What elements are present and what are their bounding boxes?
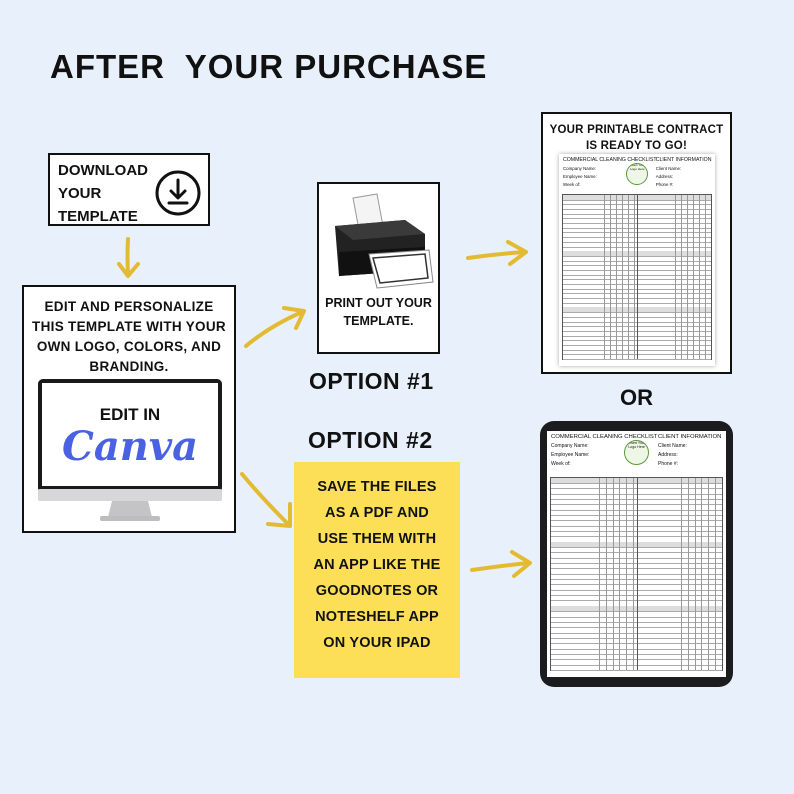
save-line-5: GOODNOTES OR [315,583,439,599]
edit-text: EDIT AND PERSONALIZE THIS TEMPLATE WITH … [28,297,230,377]
checklist-field-left: Employee Name: [551,452,590,459]
download-text: DOWNLOAD YOUR TEMPLATE [58,159,148,228]
checklist-field-left: Employee Name: [563,174,597,179]
download-line-2: YOUR [58,185,102,202]
edit-line-4: BRANDING. [89,359,169,374]
save-line-7: ON YOUR IPAD [323,635,431,651]
save-line-6: NOTESHELF APP [315,609,439,625]
download-line-1: DOWNLOAD [58,162,148,179]
option-2-label: OPTION #2 [308,427,433,453]
arrow-down-right-icon [240,472,292,528]
checklist-field-right: Address: [655,174,674,179]
checklist-field-right: Address: [657,452,678,459]
ready-line-2: IS READY TO GO! [586,140,687,152]
print-text: PRINT OUT YOUR TEMPLATE. [321,294,436,330]
checklist-logo: Insert Your Logo Here [623,440,650,466]
checklist-field-left: Company Name: [551,443,589,449]
checklist-title: COMMERCIAL CLEANING CHECKLIST [563,157,657,163]
save-line-2: AS A PDF AND [325,505,429,521]
save-line-4: AN APP LIKE THE [313,557,441,573]
printer-icon [335,193,434,289]
checklist-field-right: Phone #: [655,182,674,187]
download-line-3: TEMPLATE [58,208,138,225]
checklist-field-left: Company Name: [563,166,597,171]
checklist-title: COMMERCIAL CLEANING CHECKLIST [551,434,658,440]
checklist-grid [562,194,712,360]
monitor-illustration: EDIT IN Canva [38,379,222,525]
print-line-2: TEMPLATE. [343,314,414,328]
checklist-client-info: CLIENT INFORMATION [655,157,712,163]
printable-contract-box: YOUR PRINTABLE CONTRACT IS READY TO GO! … [541,112,732,374]
arrow-up-right-icon [244,306,306,348]
checklist-field-right: Phone #: [657,461,679,468]
edit-line-1: EDIT AND PERSONALIZE [44,299,214,314]
checklist-field-right: Client Name: [657,443,687,449]
arrow-right-2-icon [470,550,532,578]
checklist-field-left: Week of: [551,461,571,468]
canva-logo: Canva [62,423,198,470]
checklist-client-info: CLIENT INFORMATION [657,434,722,440]
arrow-right-icon [466,240,528,266]
edit-personalize-box: EDIT AND PERSONALIZE THIS TEMPLATE WITH … [22,285,236,533]
ready-line-1: YOUR PRINTABLE CONTRACT [549,124,724,136]
download-template-box: DOWNLOAD YOUR TEMPLATE [48,153,210,226]
print-template-box: PRINT OUT YOUR TEMPLATE. [317,182,440,354]
edit-in-label: EDIT IN [99,405,161,424]
save-text: SAVE THE FILES AS A PDF AND USE THEM WIT… [298,474,456,656]
option-1-label: OPTION #1 [309,368,434,394]
checklist-field-left: Week of: [563,182,581,187]
checklist-field-right: Client Name: [655,166,682,171]
ready-title: YOUR PRINTABLE CONTRACT IS READY TO GO! [545,122,728,154]
page-heading: AFTER YOUR PURCHASE [50,48,488,85]
checklist-grid [550,476,723,671]
download-icon [155,170,201,216]
save-line-1: SAVE THE FILES [317,479,437,495]
or-label: OR [620,385,653,410]
edit-line-3: OWN LOGO, COLORS, AND [36,339,222,354]
checklist-logo: Insert Your Logo Here [626,163,649,186]
save-pdf-box: SAVE THE FILES AS A PDF AND USE THEM WIT… [294,462,460,678]
monitor-icon [38,379,222,521]
arrow-down-icon [117,237,140,278]
edit-line-2: THIS TEMPLATE WITH YOUR [32,319,226,334]
print-line-1: PRINT OUT YOUR [325,296,432,310]
save-line-3: USE THEM WITH [317,531,437,547]
